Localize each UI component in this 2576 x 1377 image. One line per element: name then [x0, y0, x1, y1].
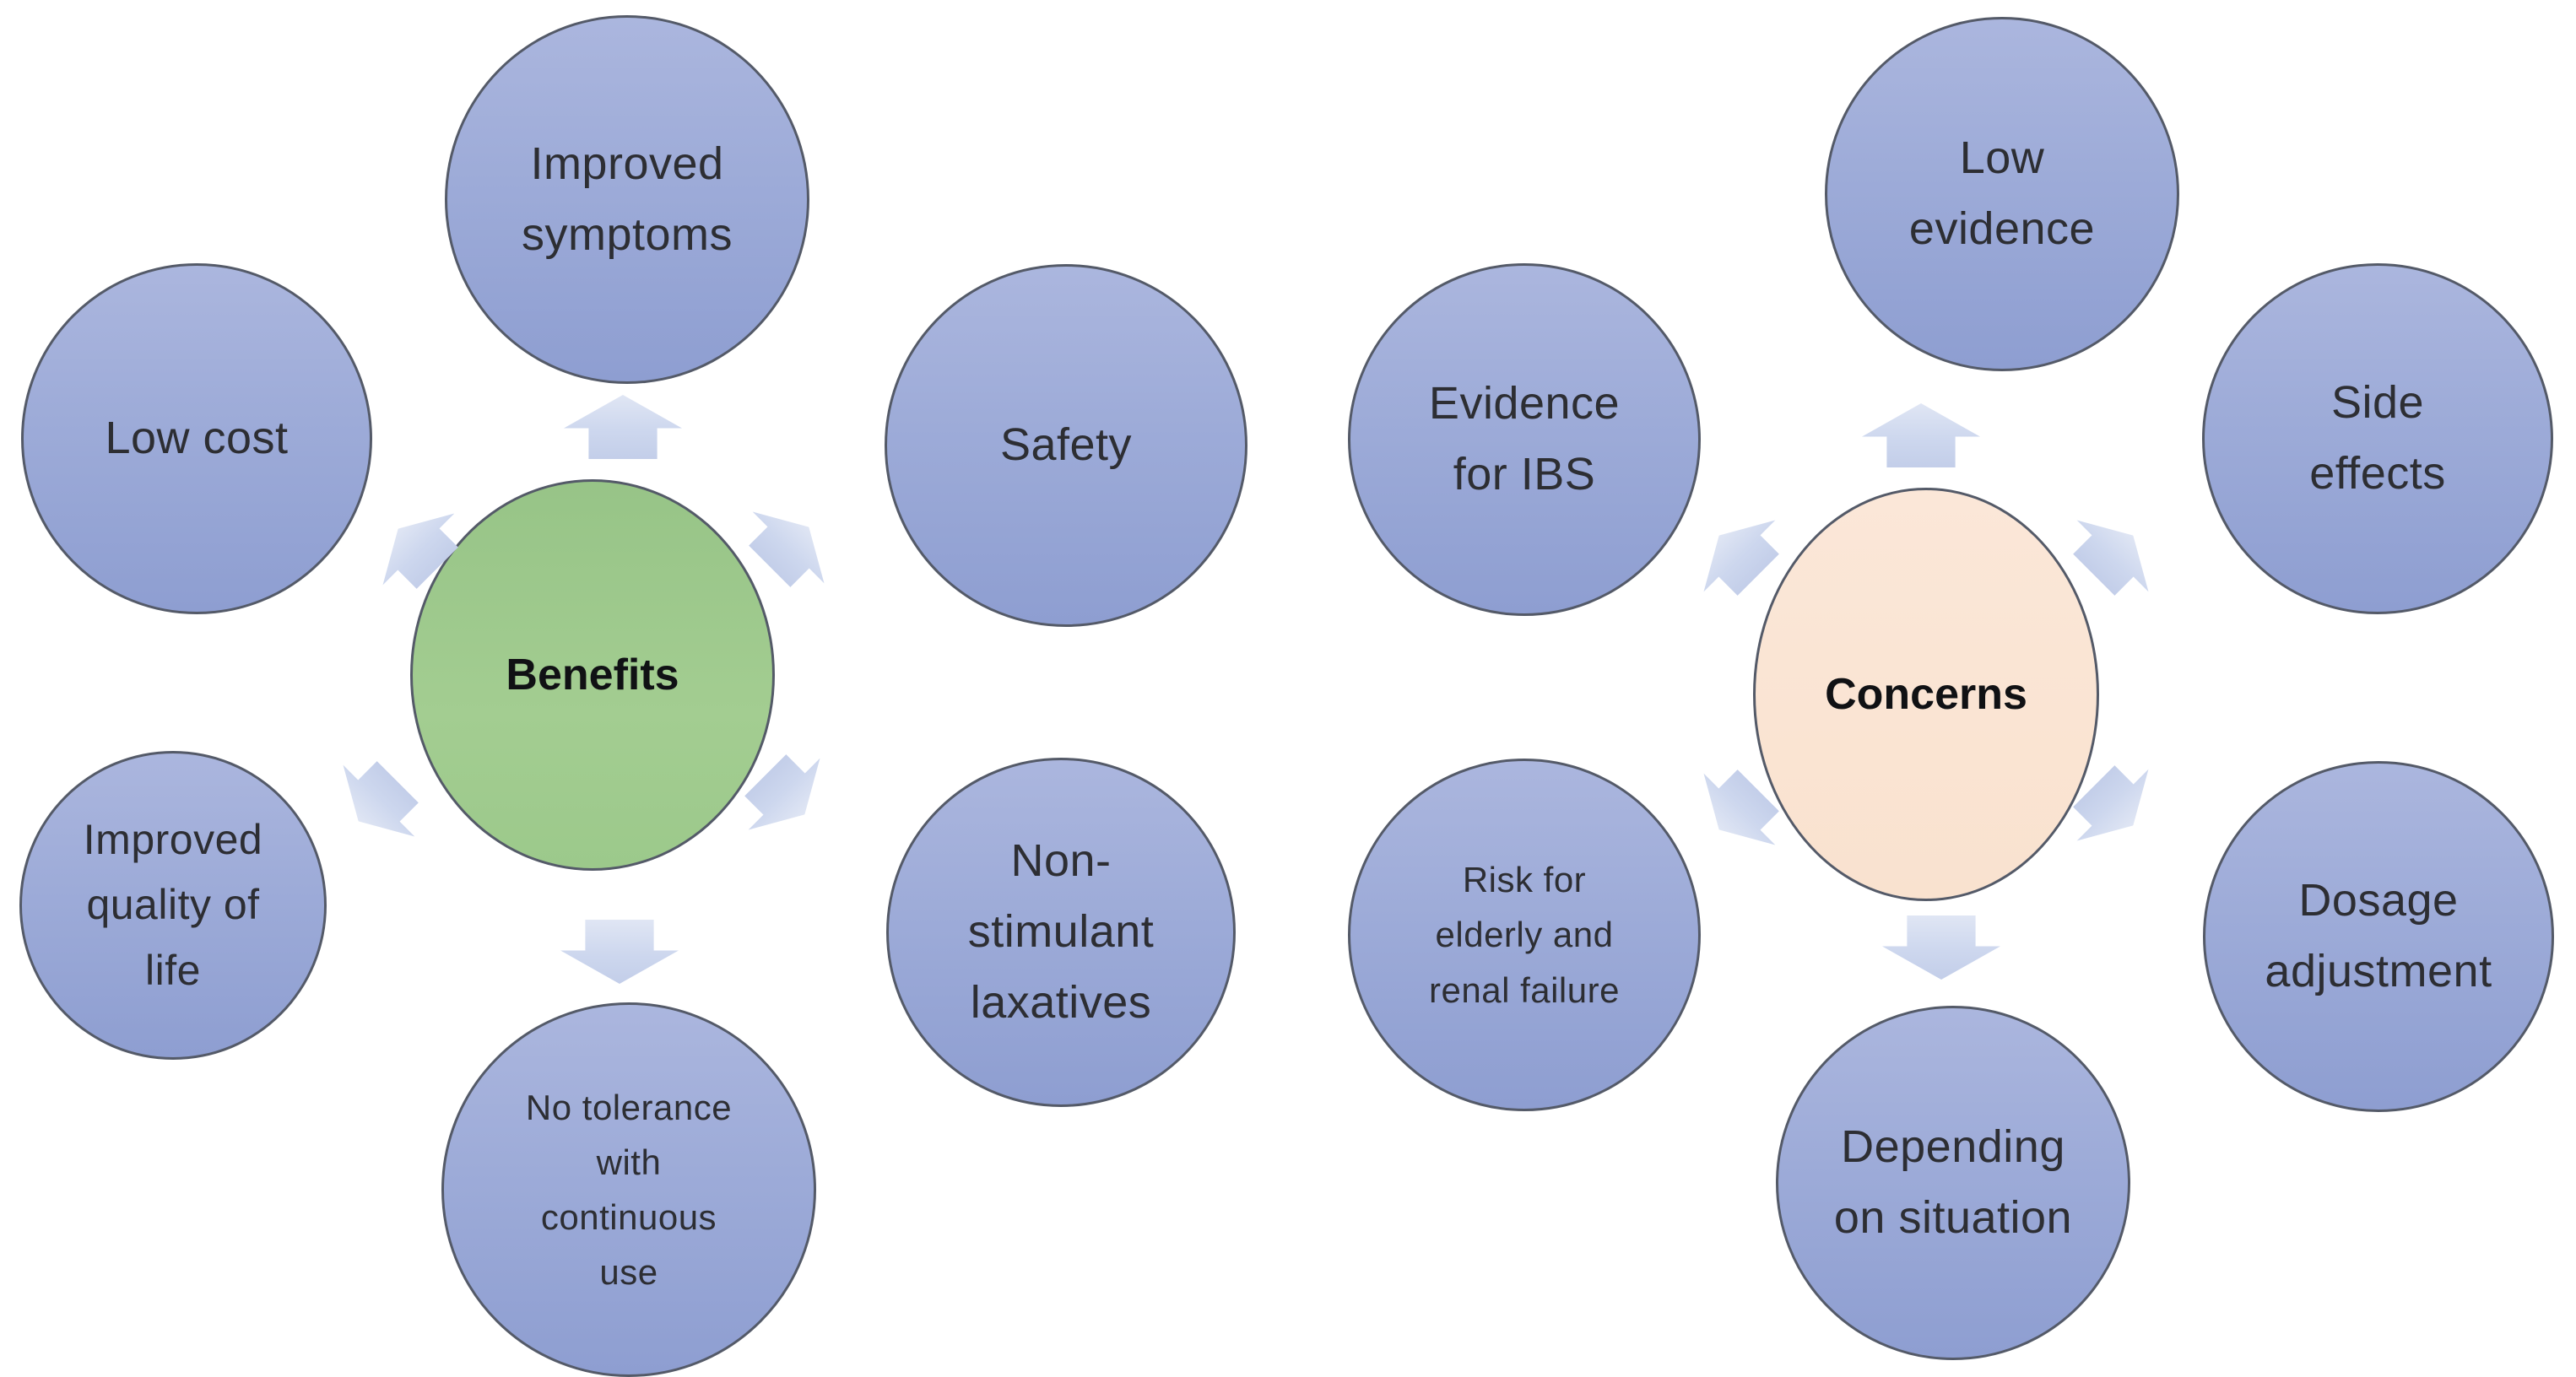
benefits-center-circle: Benefits: [410, 479, 775, 871]
concerns-center-circle: Concerns: [1753, 488, 2099, 901]
satellite-no-tolerance: No tolerance with continuous use: [441, 1002, 816, 1377]
satellite-improved-quality-of-life: Improved quality of life: [19, 751, 327, 1060]
satellite-improved-symptoms: Improved symptoms: [445, 15, 809, 384]
satellite-low-cost: Low cost: [21, 263, 372, 614]
satellite-safety: Safety: [885, 264, 1247, 627]
satellite-evidence-for-ibs: Evidence for IBS: [1348, 263, 1701, 616]
satellite-low-evidence: Low evidence: [1825, 17, 2179, 371]
satellite-non-stimulant-laxatives: Non- stimulant laxatives: [886, 758, 1236, 1107]
block-arrow-up-icon: [1862, 403, 1980, 467]
block-arrow-down-icon: [1882, 915, 2000, 980]
satellite-depending-on-situation: Depending on situation: [1776, 1006, 2130, 1360]
satellite-risk-elderly-renal-failure: Risk for elderly and renal failure: [1348, 759, 1701, 1111]
satellite-side-effects: Side effects: [2202, 263, 2553, 614]
satellite-dosage-adjustment: Dosage adjustment: [2203, 761, 2554, 1112]
